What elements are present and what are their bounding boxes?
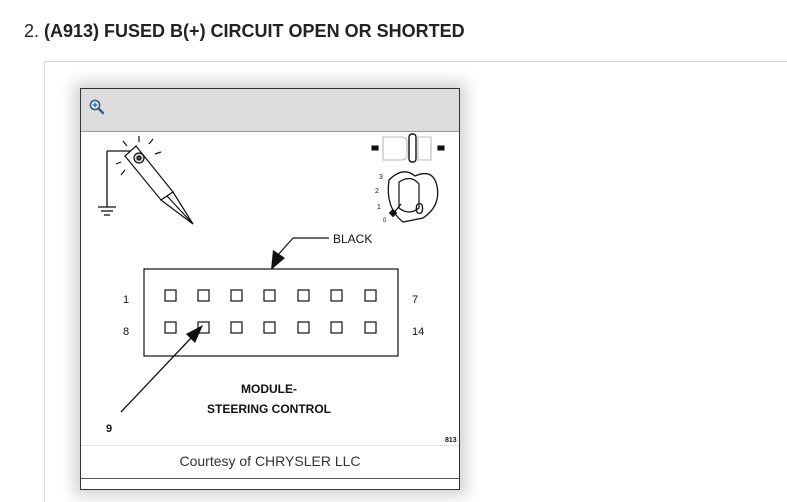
figure-toolbar	[81, 89, 459, 132]
svg-text:2: 2	[375, 188, 379, 195]
connector-pin-icon	[364, 321, 377, 334]
connector-pin-icon	[364, 289, 377, 302]
test-light-probe-icon	[115, 136, 194, 225]
connector-pin-icon	[330, 321, 343, 334]
probe-pin-label: 9	[106, 423, 112, 435]
pin-label-row2-first: 8	[123, 326, 129, 338]
figure-id: 813	[445, 437, 457, 444]
zoom-in-icon[interactable]	[89, 99, 105, 120]
connector-pin-icon	[330, 289, 343, 302]
connector-pin-icon	[263, 289, 276, 302]
step-title: (A913) FUSED B(+) CIRCUIT OPEN OR SHORTE…	[44, 21, 465, 41]
connector-pin-icon	[164, 289, 177, 302]
figure-card: 3 2 1 0 0 BLACK	[80, 88, 460, 490]
connector-pin-icon	[263, 321, 276, 334]
pin-label-row1-last: 7	[412, 294, 418, 306]
connector-pin-icon	[197, 321, 210, 334]
component-name-line1: MODULE-	[241, 382, 297, 396]
ignition-switch-icon: 3 2 1 0 0	[375, 171, 439, 224]
connector-pin-icon	[164, 321, 177, 334]
wiring-diagram: 3 2 1 0 0 BLACK	[98, 133, 457, 444]
connector-pin-icon	[297, 321, 310, 334]
connector-pin-icon	[197, 289, 210, 302]
connector-row-1	[164, 289, 377, 302]
wire-color-callout: BLACK	[271, 232, 372, 270]
svg-text:3: 3	[379, 174, 383, 181]
connector-body	[143, 268, 399, 357]
svg-text:1: 1	[377, 204, 381, 211]
connector-pin-icon	[297, 289, 310, 302]
step-number: 2.	[24, 21, 40, 41]
wire-color-label: BLACK	[333, 232, 372, 246]
connector-pin-icon	[230, 321, 243, 334]
svg-text:0: 0	[383, 218, 387, 224]
pin-label-row2-last: 14	[412, 326, 424, 338]
probe-pin-arrow	[120, 325, 203, 413]
connector-pin-icon	[230, 289, 243, 302]
pin-label-row1-first: 1	[123, 294, 129, 306]
content-frame	[44, 61, 787, 502]
figure-caption: Courtesy of CHRYSLER LLC	[81, 445, 459, 479]
step-heading: 2. (A913) FUSED B(+) CIRCUIT OPEN OR SHO…	[24, 21, 465, 42]
connector-row-2	[164, 321, 377, 334]
component-name-line2: STEERING CONTROL	[207, 402, 331, 416]
ignition-key-icon	[371, 133, 445, 163]
svg-text:0: 0	[415, 201, 424, 218]
ground-symbol-icon	[98, 150, 133, 216]
